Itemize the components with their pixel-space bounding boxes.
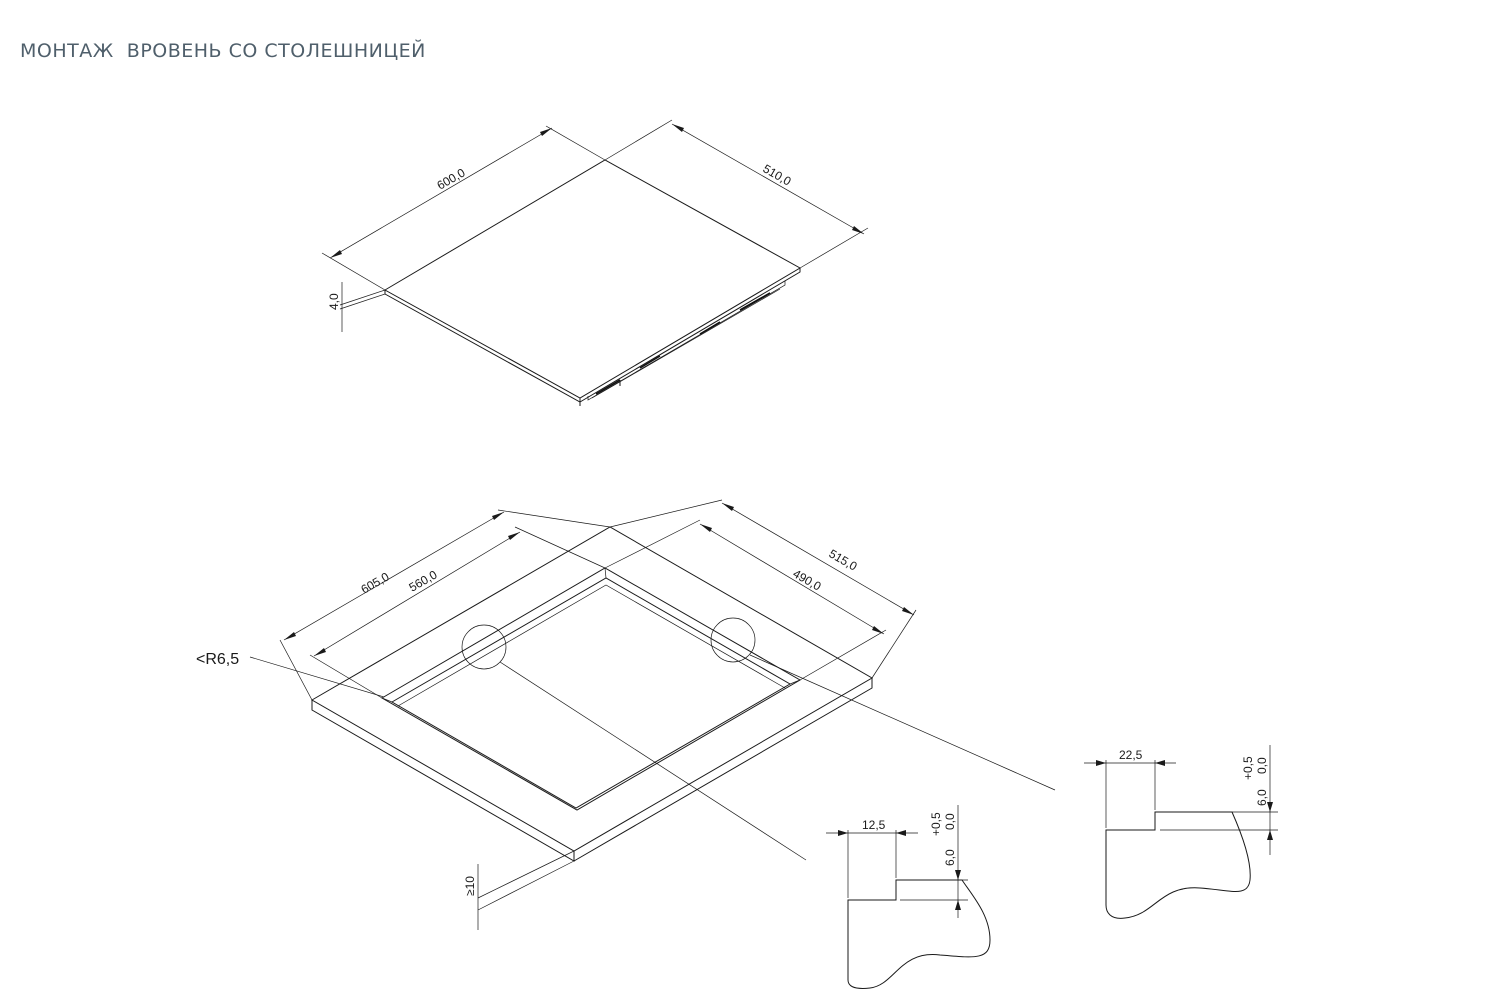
ext-line [799,227,869,269]
hob-right-edge [579,268,801,403]
dim-hob-thickness: 4,0 [327,293,341,310]
detail-left-profile [847,879,991,989]
detail-right-profile [1105,811,1251,919]
arrow [902,607,914,615]
detail-circle-left [461,624,507,670]
dim-line-600 [329,127,553,259]
hob-foot [699,321,721,335]
worktop-front-edge [311,700,575,862]
ext-line [609,499,723,528]
hob-drawing: 600,0 510,0 4,0 [321,119,869,406]
hob-front-edge [384,290,581,403]
dim-right-step: 22,5 [1119,748,1143,762]
dim-line-490 [699,523,885,635]
dim-left-depth: 6,0 [943,849,957,866]
arrow [284,632,296,640]
worktop-drawing: <R6,5 605,0 560,0 515,0 490,0 ≥10 [196,499,1056,930]
ext-line [309,654,383,699]
detail-right: 22,5 6,0 +0,5 0,0 [1084,745,1278,919]
arrow [314,648,326,656]
ext-line [799,629,887,681]
dim-line-510 [671,123,865,235]
ext-line [339,289,386,306]
cutout-corner [381,697,393,703]
dim-right-tol-plus: +0,5 [1241,756,1255,780]
arrow [896,830,906,836]
arrow [508,532,520,540]
dim-left-step: 12,5 [862,818,886,832]
ext-line [604,119,673,161]
arrow [872,626,884,634]
dim-line-515 [721,502,915,616]
page-title: МОНТАЖ ВРОВЕНЬ СО СТОЛЕШНИЦЕЙ [20,40,426,62]
dim-right-depth: 6,0 [1255,789,1269,806]
hob-frame [587,281,786,401]
dim-right-tol-zero: 0,0 [1255,757,1269,774]
radius-leader [249,656,385,698]
arrow [1096,760,1106,766]
dim-cutout-outer-width: 605,0 [359,569,392,596]
detail-circle-right [710,617,756,663]
worktop-right-edge [573,678,873,862]
arrow [955,900,961,910]
arrow [722,503,734,511]
dim-line-605 [283,511,505,641]
dim-hob-depth: 510,0 [761,161,794,188]
hob-foot [739,292,771,311]
dim-hob-width: 600,0 [435,165,468,192]
dim-left-tol-zero: 0,0 [943,813,957,830]
cutout-corner [604,567,607,579]
dim-corner-radius: <R6,5 [196,651,239,668]
ext-line [604,519,701,569]
dim-cutout-outer-depth: 515,0 [827,546,860,573]
detail-leader-left [499,661,807,861]
hob-frame-inner [591,288,781,399]
dim-left-tol-plus: +0,5 [929,812,943,836]
arrow [492,512,504,520]
arrow [540,128,552,136]
arrow [838,830,848,836]
ext-line [514,526,606,569]
arrow [672,124,684,132]
cutout-inner-wall [397,584,786,707]
ext-line [477,850,575,899]
hob-foot [639,355,661,369]
arrow [852,226,864,234]
dim-cutout-inner-depth: 490,0 [791,566,824,593]
cutout-corner [789,679,801,685]
dim-line-560 [313,531,521,657]
ext-line [339,293,386,310]
ext-line [497,509,611,528]
hob-foot [595,379,621,395]
dim-worktop-min-thickness: ≥10 [463,876,477,896]
arrow [700,524,712,532]
detail-leader-right [749,654,1056,791]
ext-line [321,252,386,291]
arrow [1267,802,1273,812]
detail-left: 12,5 6,0 +0,5 0,0 [826,805,991,989]
ext-line [871,609,917,679]
ext-line [477,860,575,911]
ext-line [545,125,606,161]
arrow [955,870,961,880]
hob-top-face [383,159,802,399]
arrow [1155,760,1165,766]
arrow [330,250,342,258]
ext-line [279,639,313,701]
arrow [1267,830,1273,840]
